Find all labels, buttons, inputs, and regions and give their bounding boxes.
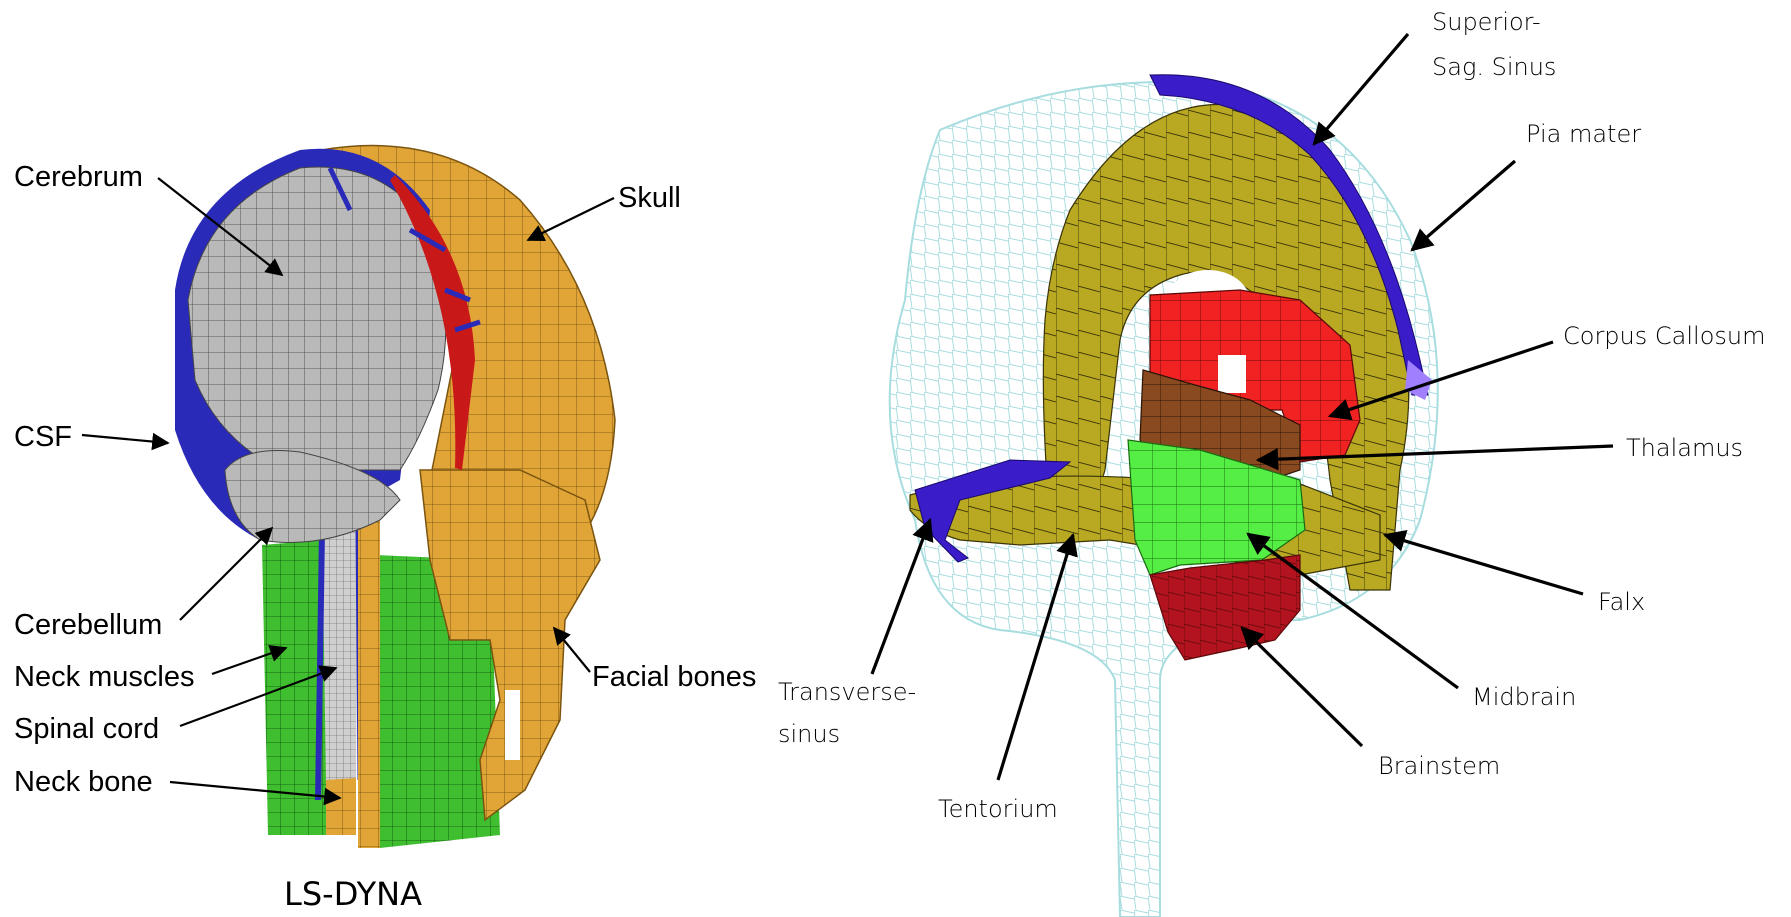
label-neck-muscles: Neck muscles — [14, 661, 195, 693]
label-corpus-callosum: Corpus Callosum — [1563, 322, 1765, 350]
label-falx: Falx — [1598, 588, 1645, 616]
corpus-callosum-hole — [1218, 355, 1246, 393]
facial-bone-hole — [505, 690, 520, 760]
label-brainstem: Brainstem — [1378, 752, 1500, 780]
label-skull: Skull — [618, 182, 681, 214]
label-tentorium: Tentorium — [938, 795, 1058, 823]
label-facial-bones: Facial bones — [592, 661, 756, 693]
label-cerebrum: Cerebrum — [14, 161, 143, 193]
neck-bone-mesh — [326, 778, 356, 835]
spinal-blue-line — [318, 530, 322, 800]
arrow-brainstem — [1242, 628, 1362, 746]
label-midbrain: Midbrain — [1472, 683, 1576, 711]
label-thalamus: Thalamus — [1626, 434, 1743, 462]
arrow-transverse-sinus — [872, 520, 930, 674]
label-pia-mater: Pia mater — [1526, 120, 1641, 148]
caption-ls-dyna: LS-DYNA — [284, 875, 422, 913]
left-head-model — [175, 146, 615, 848]
arrow-csf — [82, 435, 168, 443]
arrow-skull — [528, 198, 614, 240]
label-superior-sag-sinus-line1: Superior- — [1432, 8, 1541, 36]
spinal-cord-mesh — [322, 515, 358, 780]
label-spinal-cord: Spinal cord — [14, 713, 159, 745]
label-superior-sag-sinus-line2: Sag. Sinus — [1432, 53, 1556, 81]
label-transverse-sinus-line2: sinus — [778, 720, 840, 748]
label-transverse-sinus-line1: Transverse- — [778, 678, 916, 706]
right-brain-model — [890, 75, 1438, 917]
label-csf: CSF — [14, 421, 72, 453]
arrow-falx — [1385, 535, 1583, 594]
arrow-superior-sag-sinus — [1314, 34, 1408, 144]
label-cerebellum: Cerebellum — [14, 609, 162, 641]
arrow-cerebellum — [180, 528, 272, 620]
arrow-pia-mater — [1412, 161, 1515, 250]
label-neck-bone: Neck bone — [14, 766, 153, 798]
neck-orange-strip — [358, 500, 380, 848]
